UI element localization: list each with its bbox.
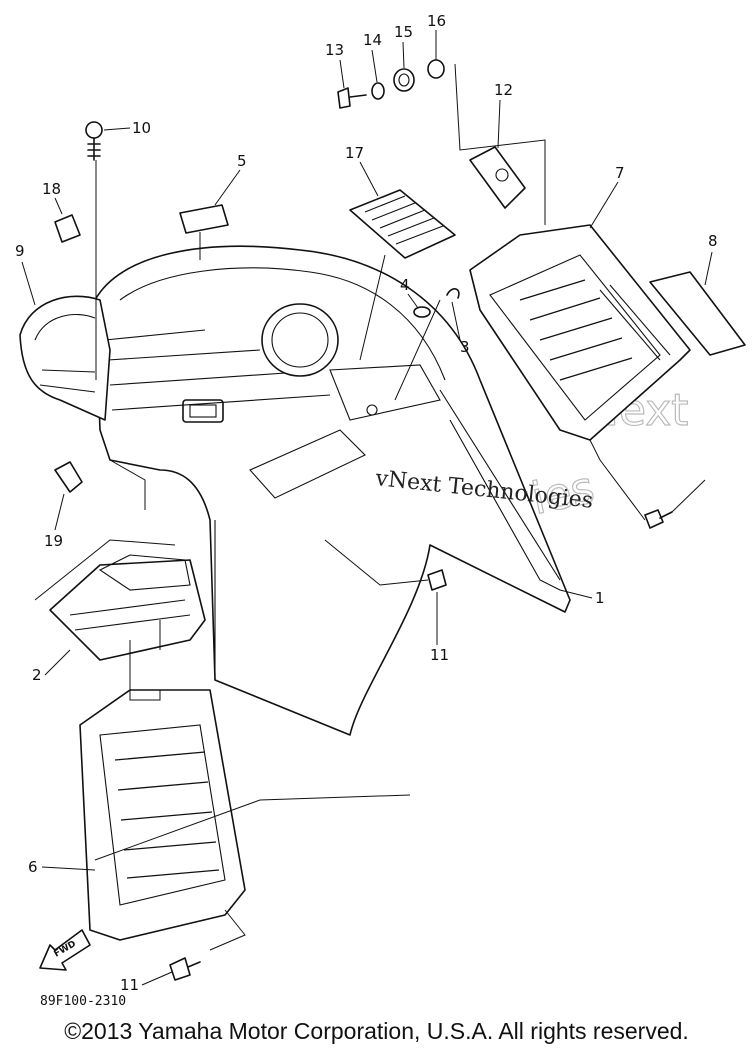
part-number-15: 15 (394, 23, 413, 41)
part-number-19: 19 (44, 532, 63, 550)
part-number-10: 10 (132, 119, 151, 137)
part-number-1: 1 (595, 589, 605, 607)
part-12-bracket (469, 146, 526, 209)
part-number-6: 6 (28, 858, 38, 876)
part-14-washer (371, 82, 385, 100)
part-number-14: 14 (363, 31, 382, 49)
part-number-11-mid: 11 (430, 646, 449, 664)
part-16-bushing (427, 59, 445, 79)
copyright-notice: ©2013 Yamaha Motor Corporation, U.S.A. A… (64, 1018, 689, 1044)
part-number-18: 18 (42, 180, 61, 198)
part-number-2: 2 (32, 666, 42, 684)
part-number-12: 12 (494, 81, 513, 99)
fwd-arrow-icon: FWD (39, 929, 91, 971)
part-number-5: 5 (237, 152, 247, 170)
part-2-vent-cover (49, 554, 206, 661)
part-number-9: 9 (15, 242, 25, 260)
part-number-8: 8 (708, 232, 718, 250)
part-19-clip (54, 461, 83, 493)
part-number-11-bottom: 11 (120, 976, 139, 994)
part-number-16: 16 (427, 12, 446, 30)
part-11-screw-right (644, 509, 673, 529)
part-11-screw-mid (427, 569, 447, 591)
part-10-bolt (85, 121, 103, 161)
part-13-screw (337, 87, 367, 109)
part-number-17: 17 (345, 144, 364, 162)
part-1-main-body (94, 245, 571, 736)
part-6-lower-vent-panel (79, 689, 246, 941)
part-number-4: 4 (400, 276, 410, 294)
part-number-7: 7 (615, 164, 625, 182)
part-3-clip (446, 288, 460, 299)
part-7-right-vent-panel (469, 224, 691, 441)
part-4-grommet (413, 306, 431, 318)
part-18-grommet (54, 214, 81, 243)
part-number-13: 13 (325, 41, 344, 59)
part-8-strip (649, 271, 746, 356)
part-17-pad (349, 189, 456, 259)
part-11-screw-bottom (169, 957, 201, 981)
diagram-code: 89F100-2310 (40, 994, 126, 1009)
part-5-cap (179, 204, 229, 234)
exploded-parts-diagram: vNext Technologies (15, 12, 746, 1009)
part-number-3: 3 (460, 338, 470, 356)
part-9-side-rail (19, 295, 111, 421)
part-15-collar (393, 68, 415, 92)
